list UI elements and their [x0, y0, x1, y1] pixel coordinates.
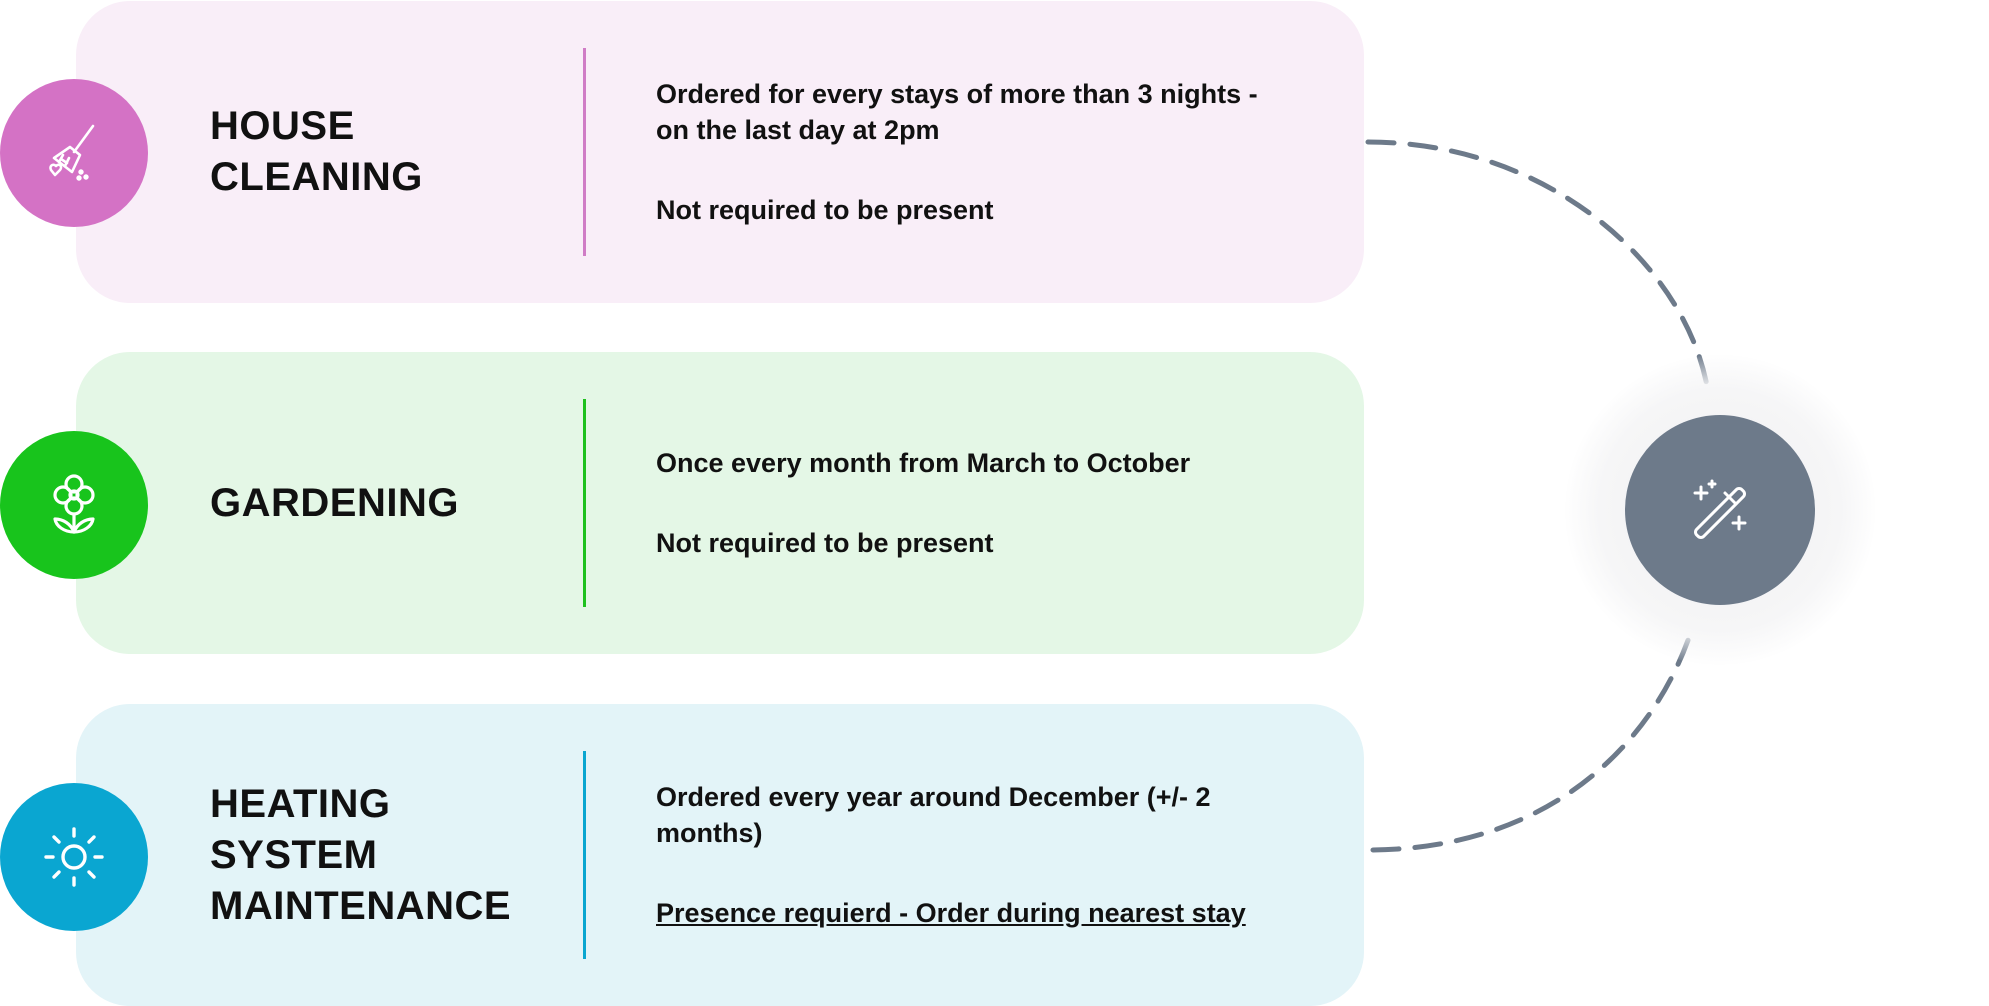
service-icon-badge: [0, 79, 148, 227]
presence-note: Presence requierd - Order during nearest…: [656, 898, 1246, 928]
service-title: HOUSE CLEANING: [210, 1, 540, 303]
service-icon-badge: [0, 783, 148, 931]
service-title-line: SYSTEM: [210, 832, 378, 877]
service-title-line: MAINTENANCE: [210, 883, 512, 928]
broom-icon: [49, 124, 95, 181]
service-title-line: HEATING: [210, 781, 391, 826]
card-divider: [583, 48, 586, 256]
automation-hub: [1625, 415, 1815, 605]
service-title: GARDENING: [210, 352, 540, 654]
service-title-line: HOUSE: [210, 104, 355, 148]
card-divider: [583, 751, 586, 959]
service-icon-badge: [0, 431, 148, 579]
service-card-gardening: GARDENING Once every month from March to…: [76, 352, 1364, 654]
service-card-house-cleaning: HOUSE CLEANING Ordered for every stays o…: [76, 1, 1364, 303]
magic-wand-icon: [1693, 479, 1747, 540]
service-details: Ordered every year around December (+/- …: [656, 704, 1296, 1006]
sun-icon: [44, 827, 104, 887]
card-divider: [583, 399, 586, 607]
service-details: Once every month from March to October N…: [656, 352, 1296, 654]
service-title: HEATING SYSTEM MAINTENANCE: [210, 704, 540, 1006]
flower-icon: [53, 474, 95, 534]
service-card-heating-maintenance: HEATING SYSTEM MAINTENANCE Ordered every…: [76, 704, 1364, 1006]
service-title-line: GARDENING: [210, 480, 459, 525]
presence-note: Not required to be present: [656, 528, 994, 558]
presence-note: Not required to be present: [656, 195, 994, 225]
service-description: Ordered every year around December (+/- …: [656, 782, 1211, 848]
service-details: Ordered for every stays of more than 3 n…: [656, 1, 1296, 303]
service-description: Ordered for every stays of more than 3 n…: [656, 79, 1258, 145]
service-description: Once every month from March to October: [656, 448, 1191, 478]
service-title-line: CLEANING: [210, 155, 423, 199]
